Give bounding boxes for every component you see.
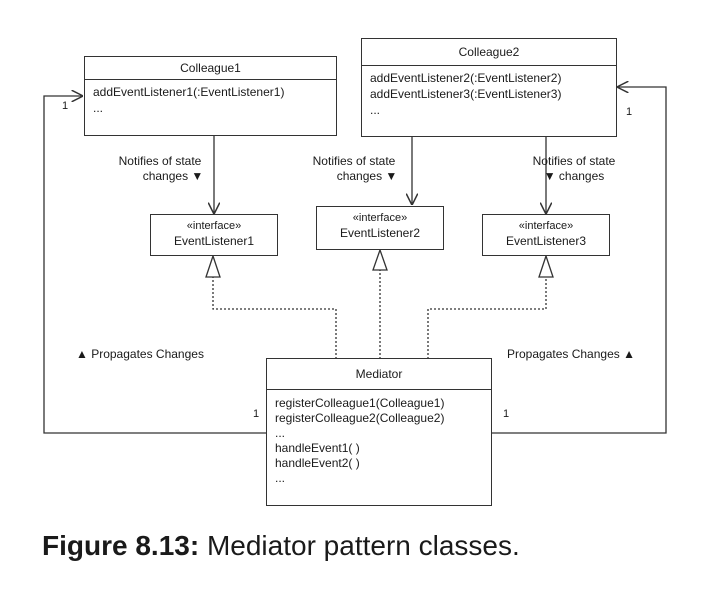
mediator-methods: registerColleague1(Colleague1) registerC…	[267, 390, 491, 490]
interface-name: EventListener2	[339, 226, 421, 240]
notifies-label-2: Notifies of state changes ▼	[304, 154, 404, 184]
notifies-label-line: changes ▼	[336, 169, 398, 183]
colleague2-title: Colleague2	[362, 39, 616, 66]
mediator-title: Mediator	[267, 359, 491, 390]
notifies-label-1: Notifies of state changes ▼	[110, 154, 210, 184]
colleague1-methods: addEventListener1(:EventListener1) ...	[85, 80, 336, 120]
notifies-label-3: Notifies of state ▼ changes	[524, 154, 624, 184]
interface-stereotype: «interface»	[352, 212, 408, 224]
colleague1-title: Colleague1	[85, 57, 336, 80]
interface-stereotype: «interface»	[186, 220, 242, 232]
realization-triangle-listener2	[372, 248, 388, 271]
figure-caption-text: Mediator pattern classes.	[199, 530, 520, 561]
realization-mediator-listener3	[427, 277, 547, 359]
mediator-method: ...	[275, 426, 286, 440]
multiplicity-mediator-left: 1	[253, 408, 260, 420]
propagates-label-right: Propagates Changes ▲	[507, 347, 635, 361]
mediator-method: registerColleague1(Colleague1)	[275, 396, 445, 410]
realization-triangle-listener1	[205, 253, 221, 278]
interface-stereotype: «interface»	[518, 220, 574, 232]
mediator-class: Mediator registerColleague1(Colleague1) …	[266, 358, 492, 506]
notifies-label-line: changes ▼	[142, 169, 204, 183]
association-mediator-colleague1	[43, 96, 266, 434]
interface-eventlistener3: «interface» EventListener3	[482, 214, 610, 256]
interface-name: EventListener3	[505, 234, 587, 248]
notifies-label-line: Notifies of state	[312, 154, 396, 168]
mediator-method: ...	[275, 471, 286, 485]
figure-number: Figure 8.13:	[42, 530, 200, 561]
realization-mediator-listener1	[212, 277, 337, 359]
notifies-label-line: Notifies of state	[118, 154, 202, 168]
colleague2-method: addEventListener2(:EventListener2)	[370, 71, 562, 85]
interface-eventlistener2: «interface» EventListener2	[316, 206, 444, 250]
colleague2-method: addEventListener3(:EventListener3)	[370, 87, 562, 101]
propagates-label-left: ▲ Propagates Changes	[76, 347, 204, 361]
multiplicity-colleague2: 1	[626, 106, 633, 118]
colleague2-class: Colleague2 addEventListener2(:EventListe…	[361, 38, 617, 137]
mediator-method: handleEvent1( )	[275, 441, 360, 455]
interface-name: EventListener1	[173, 234, 255, 248]
multiplicity-colleague1: 1	[62, 100, 69, 112]
mediator-method: registerColleague2(Colleague2)	[275, 411, 445, 425]
multiplicity-mediator-right: 1	[503, 408, 510, 420]
figure-caption: Figure 8.13: Mediator pattern classes.	[42, 530, 520, 562]
colleague2-methods: addEventListener2(:EventListener2) addEv…	[362, 66, 616, 122]
colleague1-method: ...	[93, 101, 104, 115]
notifies-label-line: Notifies of state	[532, 154, 616, 168]
notifies-label-line: ▼ changes	[543, 169, 605, 183]
mediator-method: handleEvent2( )	[275, 456, 360, 470]
colleague1-class: Colleague1 addEventListener1(:EventListe…	[84, 56, 337, 136]
realization-triangle-listener3	[538, 253, 554, 278]
colleague2-method: ...	[370, 103, 381, 117]
colleague1-method: addEventListener1(:EventListener1)	[93, 85, 285, 99]
connector-lines	[43, 0, 667, 434]
association-mediator-colleague2	[492, 87, 667, 434]
interface-eventlistener1: «interface» EventListener1	[150, 214, 278, 256]
